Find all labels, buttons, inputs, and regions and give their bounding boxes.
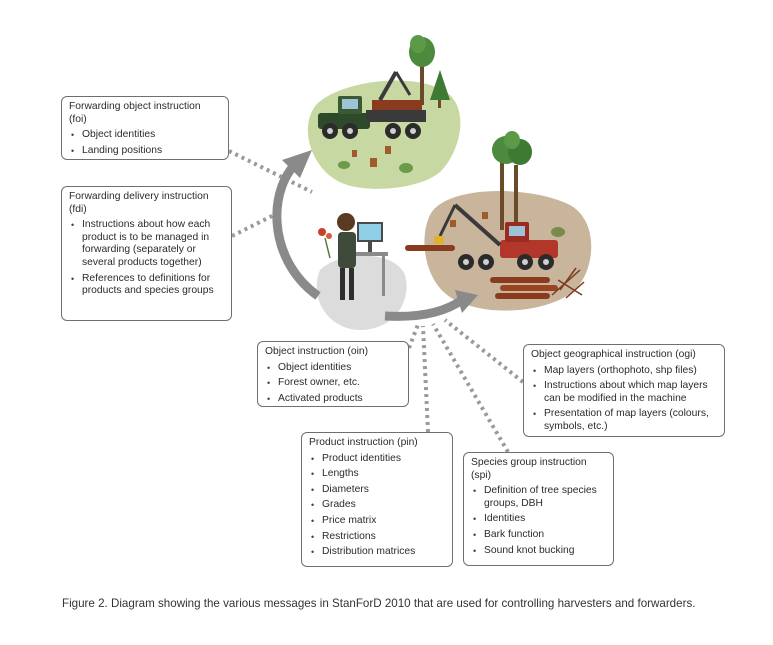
box-product-instruction: Product instruction (pin) Product identi… (301, 432, 453, 567)
list-item: Sound knot bucking (471, 545, 606, 558)
arrow-to-harvester (384, 296, 465, 321)
list-item: Object identities (69, 129, 221, 142)
list-item: Presentation of map layers (colours, sym… (531, 408, 717, 433)
list-item: Product identities (309, 453, 445, 466)
box-title: Forwarding object instruction (foi) (69, 101, 201, 125)
list-item: Object identities (265, 362, 401, 375)
list-item: Lengths (309, 468, 445, 481)
list-item: Restrictions (309, 531, 445, 544)
box-title: Species group instruction (spi) (471, 457, 587, 481)
figure-caption: Figure 2. Diagram showing the various me… (62, 597, 696, 610)
operator-scene (316, 213, 407, 330)
box-title: Object geographical instruction (ogi) (531, 349, 696, 360)
list-item: Activated products (265, 393, 401, 406)
box-forwarding-delivery-instruction: Forwarding delivery instruction (fdi) In… (61, 186, 232, 321)
list-item: Instructions about which map layers can … (531, 380, 717, 405)
list-item: Landing positions (69, 145, 221, 158)
connector-foi (228, 149, 313, 194)
list-item: Bark function (471, 529, 606, 542)
list-item: Grades (309, 499, 445, 512)
box-title: Product instruction (pin) (309, 437, 418, 448)
connector-fdi (231, 210, 281, 238)
harvester-scene (405, 131, 592, 311)
list-item: Map layers (orthophoto, shp files) (531, 365, 717, 378)
arrowhead-forwarder (282, 150, 312, 178)
dotted-connectors (228, 149, 525, 454)
connector-pin (421, 325, 430, 433)
list-item: References to definitions for products a… (69, 273, 224, 298)
flow-arrows (272, 150, 478, 321)
list-item: Diameters (309, 484, 445, 497)
arrowhead-harvester (455, 290, 478, 313)
list-item: Definition of tree species groups, DBH (471, 485, 606, 510)
connector-oin (407, 321, 421, 349)
box-object-instruction: Object instruction (oin) Object identiti… (257, 341, 409, 407)
list-item: Forest owner, etc. (265, 377, 401, 390)
box-title: Forwarding delivery instruction (fdi) (69, 191, 209, 215)
list-item: Identities (471, 513, 606, 526)
box-species-group-instruction: Species group instruction (spi) Definiti… (463, 452, 614, 566)
box-forwarding-object-instruction: Forwarding object instruction (foi) Obje… (61, 96, 229, 160)
connector-ogi (443, 318, 525, 384)
list-item: Price matrix (309, 515, 445, 528)
list-item: Distribution matrices (309, 546, 445, 559)
box-title: Object instruction (oin) (265, 346, 369, 357)
forwarder-scene (307, 35, 461, 189)
list-item: Instructions about how each product is t… (69, 219, 224, 269)
box-object-geographical-instruction: Object geographical instruction (ogi) Ma… (523, 344, 725, 437)
arrow-to-forwarder (272, 156, 321, 300)
